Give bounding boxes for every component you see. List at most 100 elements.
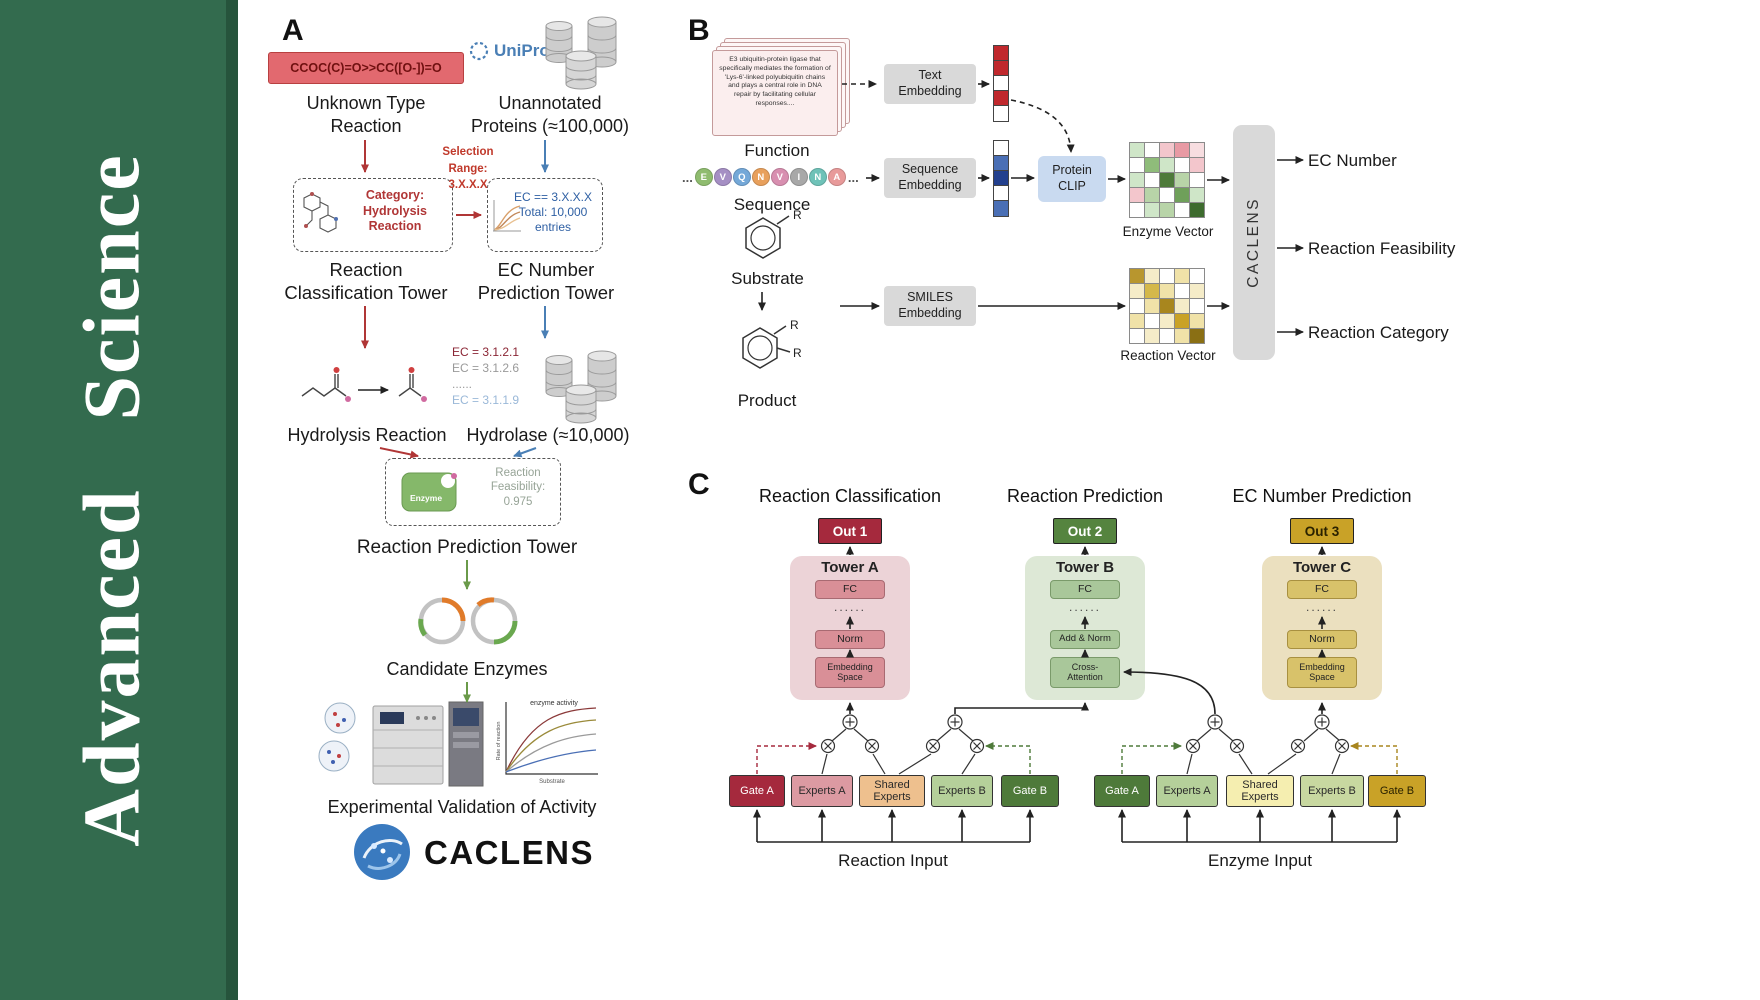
vector-cell — [994, 141, 1008, 156]
vector-cell — [1145, 314, 1159, 328]
tower-a-embedding-space-block: Embedding Space — [815, 657, 885, 688]
multiply-node — [1185, 738, 1201, 754]
vector-cell — [1130, 314, 1144, 328]
tower-a-title: Tower A — [821, 559, 879, 576]
enzyme-icon-label: Enzyme — [410, 493, 442, 503]
residue-token: E — [694, 168, 713, 186]
tower-c: Tower C FC ...... Norm Embedding Space — [1262, 556, 1382, 700]
vector-cell — [1175, 188, 1189, 202]
enzyme-shared-experts-box: Shared Experts — [1226, 775, 1294, 807]
enzyme-experts-b-box: Experts B — [1300, 775, 1364, 807]
residue-token: I — [789, 168, 808, 186]
output-reaction-category: Reaction Category — [1308, 323, 1449, 342]
vector-cell — [994, 106, 1008, 121]
vector-cell — [1145, 173, 1159, 187]
hydrolase-label: Hydrolase (≈10,000) — [466, 425, 630, 445]
reaction-input-label: Reaction Input — [838, 851, 948, 870]
vector-cell — [1145, 143, 1159, 157]
vector-cell — [994, 61, 1008, 76]
caclens-module-box: CACLENS — [1233, 125, 1275, 360]
reaction-gate-a-box: Gate A — [729, 775, 785, 807]
tower-b-fc-block: FC — [1050, 580, 1120, 599]
validation-label: Experimental Validation of Activity — [327, 797, 597, 817]
panel-c-label: C — [688, 468, 710, 501]
vector-cell — [994, 91, 1008, 106]
caclens-module-text: CACLENS — [1245, 197, 1262, 288]
activity-plot: enzyme activity Rate of reaction Substra… — [496, 700, 598, 785]
function-card-text: E3 ubiquitin-protein ligase that specifi… — [719, 56, 831, 108]
vector-cell — [1145, 158, 1159, 172]
unannotated-proteins-label: Unannotated Proteins (≈100,000) — [471, 93, 629, 136]
multiply-node — [1290, 738, 1306, 754]
tower-c-norm-block: Norm — [1287, 630, 1357, 649]
feasibility-box: Enzyme Reaction Feasibility: 0.975 — [385, 458, 561, 526]
vector-cell — [1175, 314, 1189, 328]
ec-selection-box — [487, 178, 603, 252]
vector-cell — [1175, 284, 1189, 298]
molecule-sketch-icon — [303, 192, 338, 233]
selection-range-note: Selection Range: 3.X.X.X — [442, 146, 494, 192]
vector-cell — [1175, 158, 1189, 172]
residue-token: A — [827, 168, 846, 186]
plot-xlabel: Substrate — [539, 779, 565, 785]
vector-cell — [1130, 299, 1144, 313]
residue-token: V — [770, 168, 789, 186]
ec-curves-icon — [493, 200, 521, 232]
vector-cell — [1130, 143, 1144, 157]
column-title-ec-number-prediction: EC Number Prediction — [1232, 486, 1412, 506]
ec-candidate: EC = 3.1.2.1 — [452, 345, 520, 359]
reaction-category-box — [293, 178, 453, 252]
enzyme-experts-a-box: Experts A — [1156, 775, 1218, 807]
multiply-node — [1229, 738, 1245, 754]
tower-a-dots: ...... — [833, 600, 866, 614]
reaction-experts-a-box: Experts A — [791, 775, 853, 807]
vector-cell — [1175, 269, 1189, 283]
prediction-tower-label: Reaction Prediction Tower — [356, 537, 578, 558]
reaction-shared-experts-box: Shared Experts — [859, 775, 925, 807]
residue-token: N — [751, 168, 770, 186]
enzyme-vector-matrix — [1129, 142, 1205, 218]
ec-candidate: EC = 3.1.1.9 — [452, 393, 520, 407]
sum-node — [947, 714, 963, 730]
reaction-vector-label: Reaction Vector — [1120, 348, 1216, 363]
multiply-node — [820, 738, 836, 754]
enzyme-gate-a-box: Gate A — [1094, 775, 1150, 807]
vector-cell — [1160, 299, 1174, 313]
uniprot-logo: UniProt — [468, 40, 555, 62]
enzyme-gate-b-box: Gate B — [1368, 775, 1426, 807]
protein-database-icon — [545, 16, 617, 90]
vector-cell — [1130, 203, 1144, 217]
multiply-node — [969, 738, 985, 754]
vector-cell — [1160, 188, 1174, 202]
substrate-structure: R — [745, 208, 802, 259]
ec-tower-label: EC Number Prediction Tower — [477, 259, 615, 304]
function-card: E3 ubiquitin-protein ligase that specifi… — [712, 50, 838, 136]
sum-node — [1207, 714, 1223, 730]
vector-cell — [1130, 173, 1144, 187]
plot-ylabel: Rate of reaction — [496, 722, 502, 761]
vector-cell — [994, 201, 1008, 216]
substrate-label: Substrate — [731, 269, 804, 288]
hydrolysis-reaction-structures — [301, 367, 427, 402]
reaction-vector-matrix — [1129, 268, 1205, 344]
smiles-embedding-box: SMILES Embedding — [884, 286, 976, 326]
vector-cell — [1160, 143, 1174, 157]
vector-cell — [1190, 284, 1204, 298]
vector-cell — [1190, 299, 1204, 313]
vector-cell — [994, 186, 1008, 201]
vector-cell — [1130, 158, 1144, 172]
text-embedding-box: Text Embedding — [884, 64, 976, 104]
tower-b-cross-attention-block: Cross- Attention — [1050, 657, 1120, 688]
residue-token: Q — [732, 168, 751, 186]
vector-cell — [1160, 269, 1174, 283]
vector-cell — [1145, 329, 1159, 343]
residue-token: V — [713, 168, 732, 186]
vector-cell — [1175, 299, 1189, 313]
enzyme-input-label: Enzyme Input — [1208, 851, 1312, 870]
tower-a-fc-block: FC — [815, 580, 885, 599]
vector-cell — [1160, 158, 1174, 172]
tower-a: Tower A FC ...... Norm Embedding Space — [790, 556, 910, 700]
vector-cell — [1190, 269, 1204, 283]
